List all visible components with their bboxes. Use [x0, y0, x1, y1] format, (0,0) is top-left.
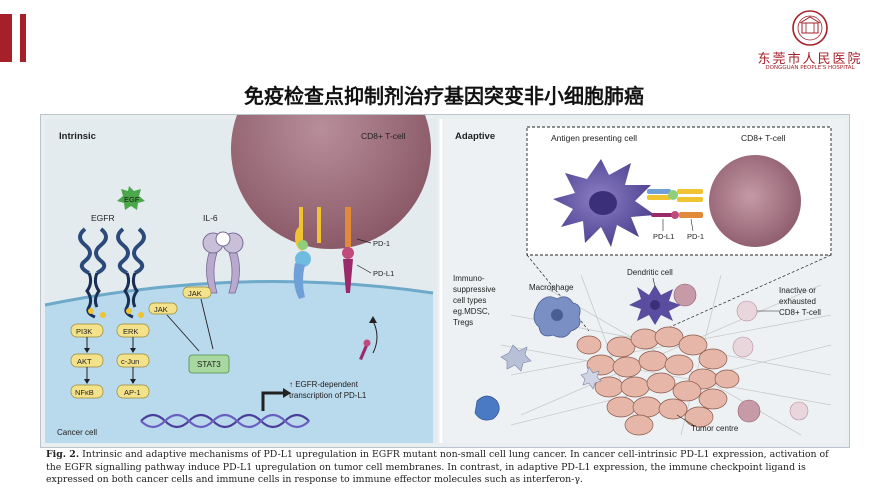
accent-bar-thin [20, 14, 26, 62]
intrinsic-heading: Intrinsic [59, 131, 96, 142]
figure-panel: Intrinsic CD8+ T-cell EGF EGFR [40, 49, 850, 448]
inset-pd1-label: PD-1 [687, 232, 704, 241]
il6-receptor-icon [202, 231, 244, 294]
egfr-receptor-icon [78, 227, 146, 319]
dendritic-cell-icon [629, 285, 681, 325]
inactive-label-3: CD8+ T-cell [779, 308, 821, 317]
egf-label: EGF [124, 195, 140, 204]
phosphate-icon [126, 308, 132, 314]
inset-cd8-label: CD8+ T-cell [741, 133, 786, 143]
hospital-logo: 东莞市人民医院 DONGGUAN PEOPLE'S HOSPITAL [750, 8, 870, 76]
phosphate-icon [100, 312, 106, 318]
ap1-label: AP-1 [124, 388, 141, 397]
pd1-label: PD-1 [373, 239, 390, 248]
immuno-label-4: eg.MDSC, [453, 307, 490, 316]
inactive-label-1: Inactive or [779, 286, 816, 295]
exhausted-t-cell-icon [789, 401, 809, 421]
hospital-name-cn: 东莞市人民医院 [757, 52, 863, 67]
jak-box [182, 286, 212, 299]
exhausted-t-cell-icon [736, 300, 758, 322]
il6-label: IL-6 [203, 213, 218, 223]
inset-cd8-t-cell-icon [709, 155, 801, 247]
cjun-label: c-Jun [121, 357, 139, 366]
inactive-label-2: exhausted [779, 297, 816, 306]
jak-label-2: JAK [154, 305, 168, 314]
tumor-centre-label: Tumor centre [691, 424, 739, 433]
adaptive-heading: Adaptive [455, 131, 495, 142]
dendritic-cell-label: Dendritic cell [627, 268, 673, 277]
jak-box [148, 302, 178, 315]
immuno-label-2: suppressive [453, 285, 496, 294]
macrophage-icon [533, 296, 581, 338]
pdl1-label: PD-L1 [373, 269, 394, 278]
exhausted-t-cell-icon [732, 336, 754, 358]
phosphate-icon [88, 308, 94, 314]
erk-pathway [116, 323, 150, 399]
transcription-line1: ↑ EGFR-dependent [289, 380, 359, 389]
exhausted-t-cell-icon [737, 399, 761, 423]
immuno-label-5: Tregs [453, 318, 473, 327]
immuno-label-3: cell types [453, 296, 486, 305]
caption-text: Intrinsic and adaptive mechanisms of PD-… [46, 449, 829, 486]
exhausted-t-cell-icon [673, 283, 697, 307]
jak-label-1: JAK [188, 289, 202, 298]
egfr-label: EGFR [91, 213, 115, 223]
dna-helix-icon [140, 413, 310, 429]
transcription-line2: transcription of PD-L1 [289, 391, 367, 400]
hospital-emblem-icon [792, 10, 828, 46]
tumor-centre-cluster [576, 326, 740, 436]
macrophage-label: Macrophage [529, 283, 574, 292]
egf-molecule-icon [117, 186, 145, 210]
intrinsic-cd8-label: CD8+ T-cell [361, 131, 406, 141]
page-title: 免疫检查点抑制剂治疗基因突变非小细胞肺癌 [244, 84, 644, 108]
accent-bar [0, 14, 12, 62]
stat3-box [188, 354, 230, 374]
pd-l1-mechanism-diagram: Intrinsic CD8+ T-cell EGF EGFR [44, 49, 845, 443]
akt-label: AKT [77, 357, 92, 366]
intrinsic-panel [44, 49, 437, 443]
mdsc-cell-icon [500, 344, 532, 372]
hospital-name-en: DONGGUAN PEOPLE'S HOSPITAL [765, 65, 855, 71]
inset-pdl1-label: PD-L1 [653, 232, 674, 241]
treg-cell-icon [474, 395, 500, 421]
pi3k-label: PI3K [76, 327, 92, 336]
erk-label: ERK [123, 327, 138, 336]
caption-prefix: Fig. 2. [46, 449, 80, 460]
pdl1-vesicle-icon [359, 339, 371, 360]
antigen-presenting-cell-icon [553, 159, 655, 247]
cancer-cell-label: Cancer cell [57, 428, 97, 437]
apc-label: Antigen presenting cell [551, 133, 637, 143]
pd1-pdl1-complex-icon [293, 207, 354, 299]
pi3k-pathway [70, 323, 104, 399]
inset-receptor-pair-icon [647, 189, 703, 219]
figure-caption: Fig. 2. Intrinsic and adaptive mechanism… [46, 449, 846, 487]
mdsc-cell-icon [580, 366, 602, 390]
immuno-label-1: Immuno- [453, 274, 485, 283]
nfkb-label: NFκB [75, 388, 94, 397]
stat3-label: STAT3 [197, 360, 221, 369]
phosphate-icon [138, 312, 144, 318]
